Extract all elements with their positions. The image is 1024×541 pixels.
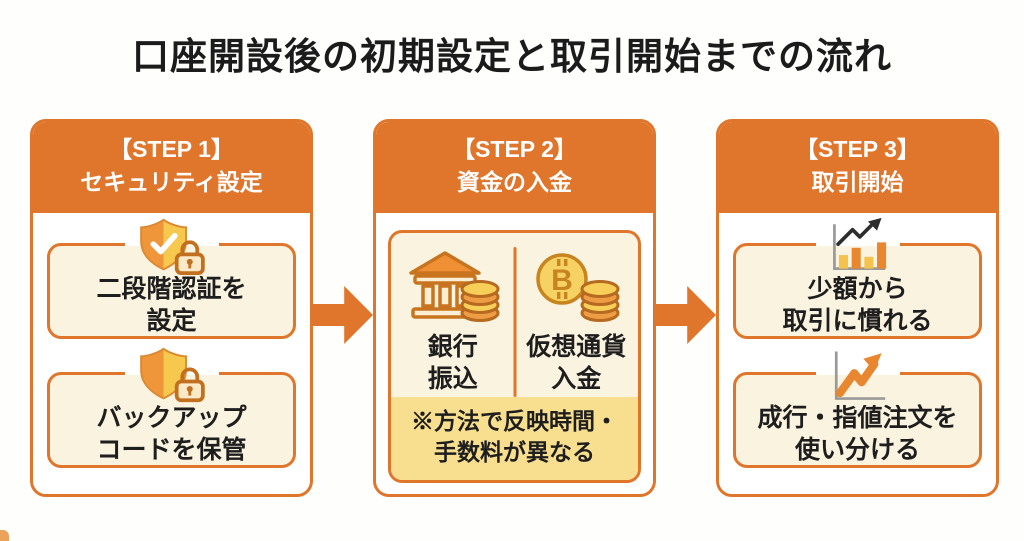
panel-step3-header: 【STEP 3】 取引開始 (719, 122, 996, 213)
card-order-types-line2: 使い分ける (794, 436, 920, 465)
step2-header-line1: 【STEP 2】 (452, 136, 577, 162)
flow-arrow-right-icon (313, 286, 373, 344)
card-backup-code-line1: バックアップ (96, 403, 247, 432)
bank-coins-icon (403, 245, 503, 329)
step1-header-line1: 【STEP 1】 (109, 136, 234, 162)
bitcoin-coins-icon: B (526, 245, 626, 329)
bank-label-line1: 銀行 (427, 332, 478, 361)
shield-check-lock-icon (124, 215, 219, 276)
crypto-label-line2: 入金 (551, 365, 602, 394)
options-divider (513, 246, 516, 397)
panel-step1-body: 二段階認証を 設定 (33, 215, 310, 468)
option-crypto-deposit: B (515, 233, 639, 397)
card-small-amount-trading: 少額から 取引に慣れる (733, 215, 982, 339)
deposit-note-line1: ※方法で反映時間・ (411, 407, 618, 434)
card-two-factor-auth-line2: 設定 (146, 307, 197, 336)
panel-step1-header: 【STEP 1】 セキュリティ設定 (33, 122, 310, 213)
bar-chart-growth-icon (815, 215, 900, 276)
panel-step2-body: 銀行 振込 B (376, 229, 653, 483)
panel-step1: 【STEP 1】 セキュリティ設定 (30, 119, 313, 497)
card-order-types-line1: 成行・指値注文を (757, 403, 958, 432)
line-chart-arrow-icon (815, 344, 900, 405)
card-backup-code: バックアップ コードを保管 (47, 344, 296, 468)
step3-header-line2: 取引開始 (811, 169, 904, 196)
step1-header-line2: セキュリティ設定 (80, 169, 263, 196)
option-bank-transfer-label: 銀行 振込 (428, 331, 478, 396)
deposit-methods-card: 銀行 振込 B (388, 229, 641, 483)
panel-step3-body: 少額から 取引に慣れる 成行・指値注文を 使い分ける (719, 215, 996, 468)
panel-step3: 【STEP 3】 取引開始 (716, 119, 999, 497)
card-backup-code-line2: コードを保管 (96, 436, 247, 465)
panel-step2-header: 【STEP 2】 資金の入金 (376, 122, 653, 213)
deposit-note-line2: 手数料が異なる (434, 438, 595, 465)
shield-lock-icon (124, 344, 219, 405)
card-small-amount-line1: 少額から (807, 274, 908, 303)
deposit-note: ※方法で反映時間・ 手数料が異なる (391, 396, 638, 480)
option-bank-transfer: 銀行 振込 (391, 233, 515, 397)
step3-header-line1: 【STEP 3】 (795, 136, 920, 162)
flow-arrow-right-icon (656, 286, 716, 344)
option-crypto-deposit-label: 仮想通貨 入金 (526, 331, 626, 396)
steps-flow: 【STEP 1】 セキュリティ設定 (30, 119, 999, 497)
card-order-types: 成行・指値注文を 使い分ける (733, 344, 982, 468)
panel-step2: 【STEP 2】 資金の入金 (373, 119, 656, 497)
cropped-element-fragment (0, 530, 9, 541)
card-two-factor-auth-line1: 二段階認証を (96, 274, 247, 303)
card-two-factor-auth: 二段階認証を 設定 (47, 215, 296, 339)
crypto-label-line1: 仮想通貨 (526, 332, 627, 361)
deposit-options: 銀行 振込 B (391, 233, 638, 397)
page-title: 口座開設後の初期設定と取引開始までの流れ (132, 36, 892, 77)
bank-label-line2: 振込 (427, 365, 478, 394)
card-small-amount-line2: 取引に慣れる (782, 307, 933, 336)
svg-text:B: B (551, 264, 573, 297)
step2-header-line2: 資金の入金 (457, 169, 572, 196)
